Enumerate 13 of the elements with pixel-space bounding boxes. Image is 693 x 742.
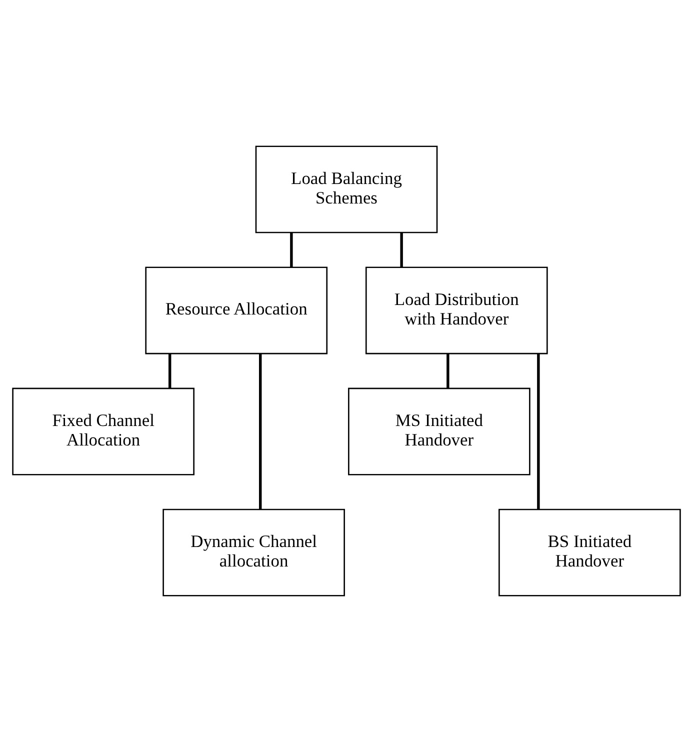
connector bbox=[446, 354, 450, 388]
connector bbox=[400, 232, 403, 267]
connector bbox=[258, 354, 262, 510]
node-box: MS Initiated Handover bbox=[348, 388, 530, 476]
node-box: Resource Allocation bbox=[145, 266, 328, 354]
node-box: Load Distribution with Handover bbox=[365, 266, 548, 354]
node-box: Dynamic Channel allocation bbox=[162, 508, 345, 596]
connector bbox=[537, 354, 540, 510]
node-box: Load Balancing Schemes bbox=[255, 146, 438, 234]
node-box: BS Initiated Handover bbox=[498, 508, 681, 596]
connector bbox=[290, 232, 293, 267]
node-box: Fixed Channel Allocation bbox=[12, 388, 194, 476]
connector bbox=[168, 354, 172, 388]
